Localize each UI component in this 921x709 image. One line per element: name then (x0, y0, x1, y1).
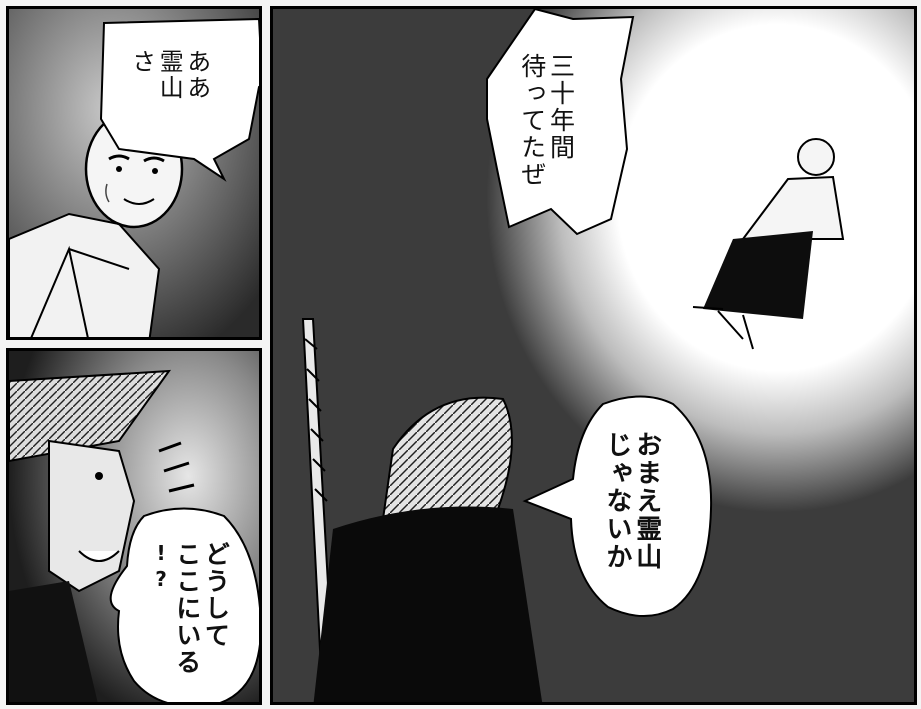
speech-line-1: おまえ霊山 (631, 431, 662, 571)
panel-bottom-left: どうして ここにいる !? (6, 348, 262, 705)
speech-line-2: 霊山 (155, 49, 184, 101)
speech-text-top-left: ああ 霊山 さ (127, 49, 211, 101)
speech-text-bottom-left: どうして ここにいる !? (149, 541, 231, 676)
panel-right: 三十年間 待ってたぜ おまえ霊山 じゃないか (270, 6, 917, 705)
speech-bubble-right-bottom (522, 395, 713, 618)
speech-line-1: ああ (182, 49, 211, 101)
speech-line-2: ここにいる (172, 541, 202, 676)
panel-top-left: ああ 霊山 さ (6, 6, 262, 340)
speech-line-3: !? (149, 541, 173, 593)
speech-bubble-top-left (99, 17, 259, 182)
speech-line-1: 三十年間 (546, 53, 576, 161)
speech-bubble-bottom-left (109, 507, 259, 702)
speech-line-2: じゃないか (601, 431, 632, 571)
speech-line-3: さ (127, 49, 156, 75)
speech-bubble-right-top (486, 9, 635, 236)
speech-line-1: どうして (201, 541, 231, 649)
speech-text-right-top: 三十年間 待ってたぜ (517, 53, 576, 188)
speech-line-2: 待ってたぜ (517, 53, 547, 188)
speech-text-right-bottom: おまえ霊山 じゃないか (601, 431, 662, 571)
